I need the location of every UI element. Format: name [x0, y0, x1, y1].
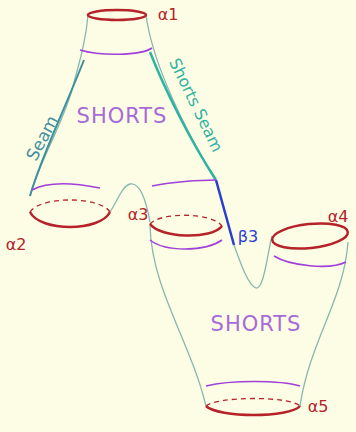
- curve-label: β3: [238, 227, 258, 246]
- curve-label: α3: [128, 205, 149, 224]
- shorts-region: SHORTS: [207, 310, 306, 338]
- region-label: SHORTS: [211, 312, 302, 336]
- curve-label: α5: [308, 397, 329, 416]
- shorts-region: SHORTS: [73, 102, 172, 130]
- region-label: SHORTS: [77, 104, 168, 128]
- curve-label: α2: [6, 235, 27, 254]
- curve-label: α1: [158, 5, 179, 24]
- curve-label: Seam: [22, 112, 62, 164]
- curve-label: α4: [328, 207, 349, 226]
